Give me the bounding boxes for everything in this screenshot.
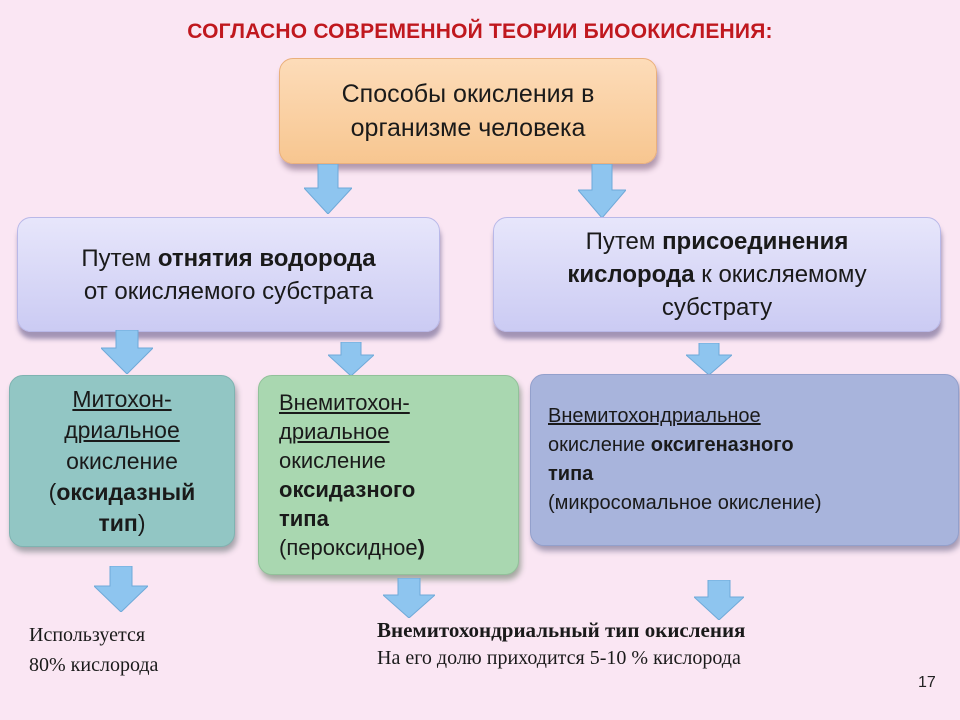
branch-hydrogen-box: Путем отнятия водорода от окисляемого су…: [17, 217, 440, 332]
extra-line-2: дриальное: [279, 419, 390, 444]
extra-paren-close: ): [417, 535, 425, 560]
arrow-down-icon: [101, 330, 153, 374]
branch-hydrogen-bold: отнятия водорода: [157, 244, 376, 272]
note-extramitochondrial: Внемитохондриальный тип окисления На его…: [377, 616, 745, 672]
extramitochondrial-oxidase-box: Внемитохон- дриальное окисление оксидазн…: [258, 375, 519, 575]
micro-line-4: (микросомальное окисление): [548, 492, 822, 514]
note-right-line-2: На его долю приходится 5-10 % кислорода: [377, 647, 741, 669]
extra-line-6: (пероксидное: [279, 535, 418, 560]
extra-line-3: окисление: [279, 448, 386, 473]
extra-bold-1: оксидазного: [279, 477, 416, 502]
note-left-line-2: 80% кислорода: [29, 654, 159, 676]
micro-line-2-pre: окисление: [548, 434, 651, 456]
root-line-2: организме человека: [350, 114, 586, 142]
arrow-down-icon: [94, 566, 148, 612]
mito-paren-open: (: [48, 478, 57, 505]
mitochondrial-box: Митохон- дриальное окисление (оксидазный…: [9, 375, 235, 547]
extra-line-1: Внемитохон-: [279, 390, 410, 415]
note-oxygen-usage: Используется 80% кислорода: [29, 620, 158, 680]
arrow-down-icon: [694, 580, 744, 620]
root-box: Способы окисления в организме человека: [279, 58, 657, 164]
micro-line-3: типа: [548, 463, 594, 485]
arrow-down-icon: [578, 164, 626, 218]
branch-oxygen-line-3: субстрату: [661, 294, 773, 321]
branch-hydrogen-pre: Путем: [81, 244, 158, 272]
mito-bold-2: тип: [98, 509, 138, 536]
mito-paren-close: ): [137, 509, 146, 536]
page-title: СОГЛАСНО СОВРЕМЕННОЙ ТЕОРИИ БИООКИСЛЕНИЯ…: [187, 20, 773, 43]
micro-line-2-bold: оксигеназного: [650, 434, 794, 456]
arrow-down-icon: [328, 342, 374, 376]
microsomal-box: Внемитохондриальное окисление оксигеназн…: [530, 374, 959, 546]
note-left-line-1: Используется: [29, 624, 146, 646]
arrow-down-icon: [383, 578, 435, 618]
branch-oxygen-bold-2: кислорода: [567, 261, 695, 288]
micro-line-1: Внемитохондриальное: [548, 405, 761, 427]
branch-hydrogen-line-2: от окисляемого субстрата: [83, 277, 374, 305]
note-right-heading: Внемитохондриальный тип окисления: [377, 618, 746, 642]
page-number: 17: [918, 674, 936, 691]
branch-oxygen-pre: Путем: [585, 228, 663, 255]
arrow-down-icon: [686, 343, 732, 375]
branch-oxygen-box: Путем присоединения кислорода к окисляем…: [493, 217, 941, 332]
mito-line-3: окисление: [66, 447, 178, 474]
mito-bold-1: оксидазный: [56, 478, 196, 505]
mito-line-1: Митохон-: [72, 385, 172, 412]
extra-bold-2: типа: [279, 506, 329, 531]
branch-oxygen-bold-1: присоединения: [662, 228, 849, 255]
root-line-1: Способы окисления в: [341, 80, 595, 108]
mito-line-2: дриальное: [64, 416, 180, 443]
arrow-down-icon: [304, 164, 352, 214]
branch-oxygen-post: к окисляемому: [694, 261, 867, 288]
